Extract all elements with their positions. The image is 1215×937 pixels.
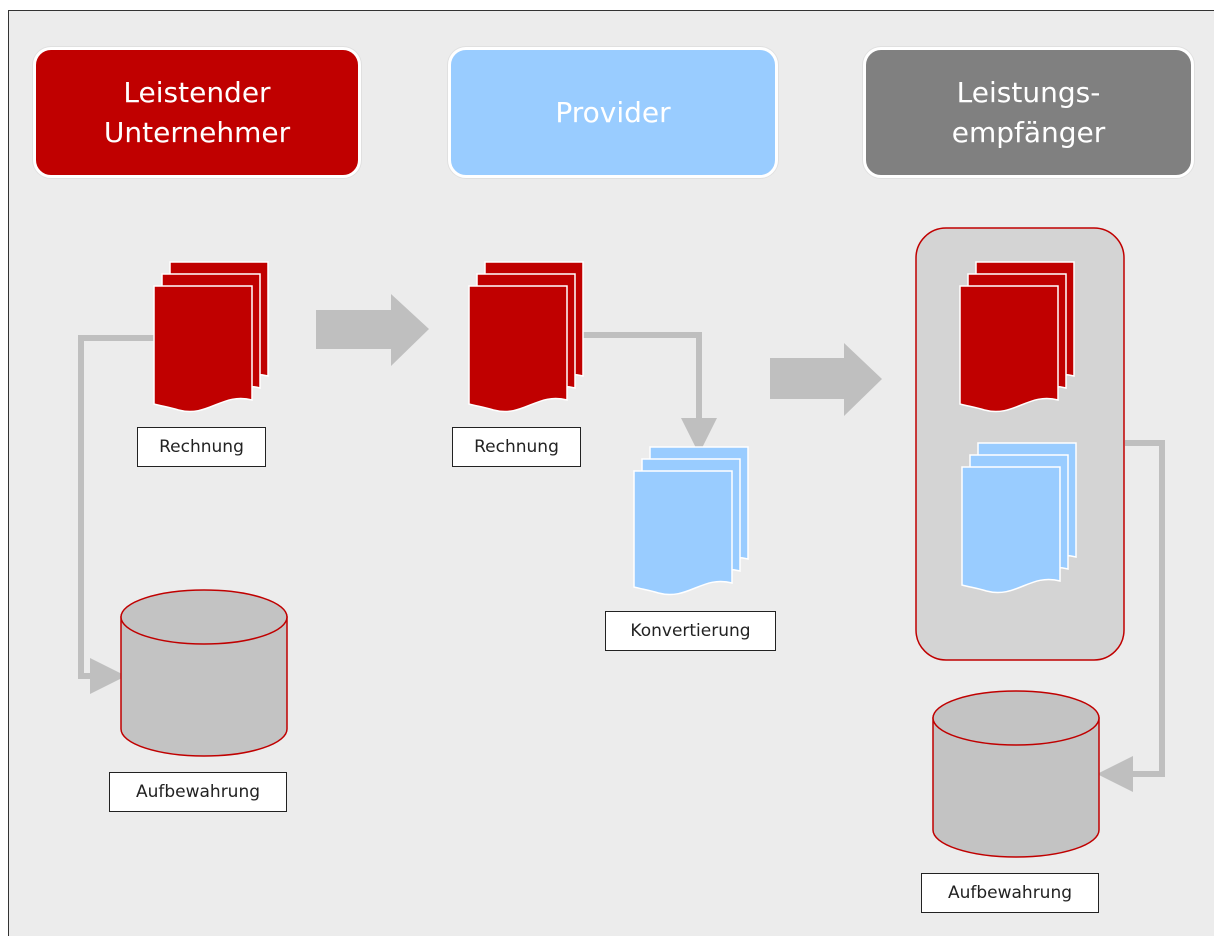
document-stack-icon: [153, 261, 269, 413]
connector-left-invoice-to-storage: [78, 335, 158, 694]
header-provider: Provider: [448, 47, 778, 178]
header-provider-label: Provider: [555, 95, 671, 129]
document-stack-icon: [468, 261, 584, 413]
database-body: [932, 717, 1100, 858]
document-stack-icon: [633, 446, 749, 596]
connector-provider-invoice-to-conversion: [582, 332, 717, 454]
document-page: [959, 285, 1059, 413]
database-icon: [120, 589, 288, 757]
label-conversion: Konvertierung: [605, 611, 776, 651]
database-top: [932, 690, 1100, 746]
document-stack-icon: [961, 442, 1077, 594]
header-leistender-unternehmer-label: Leistender Unternehmer: [103, 75, 291, 149]
database-body: [120, 616, 288, 757]
label-invoice-left: Rechnung: [137, 427, 266, 467]
document-page: [153, 285, 253, 413]
database-top: [120, 589, 288, 645]
document-page: [633, 470, 733, 596]
database-icon: [932, 690, 1100, 858]
label-storage-right: Aufbewahrung: [921, 873, 1099, 913]
label-storage-left: Aufbewahrung: [109, 772, 287, 812]
header-leistender-unternehmer: Leistender Unternehmer: [33, 47, 361, 178]
label-invoice-middle: Rechnung: [452, 427, 581, 467]
connector-recipient-box-to-storage: [1097, 440, 1165, 792]
document-page: [468, 285, 568, 413]
document-page: [961, 466, 1061, 594]
header-leistungsempfaenger-label: Leistungs- empfänger: [951, 75, 1106, 149]
document-stack-icon: [959, 261, 1075, 413]
header-leistungsempfaenger: Leistungs- empfänger: [863, 47, 1194, 178]
flow-arrow-icon: [770, 343, 882, 416]
flow-arrow-icon: [316, 294, 429, 366]
